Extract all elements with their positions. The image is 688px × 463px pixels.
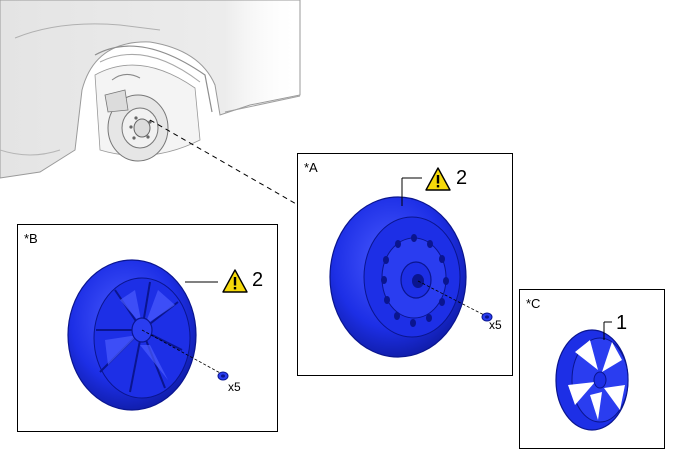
- panel-label: *C: [526, 296, 541, 311]
- panel-c: *C: [519, 289, 665, 449]
- warning-icon: [222, 269, 248, 293]
- callout-number: 1: [616, 312, 628, 334]
- panel-label: *A: [304, 160, 318, 175]
- panel-a: *A: [297, 153, 513, 376]
- brake-hub: [104, 74, 169, 162]
- alignment-line: [149, 119, 346, 233]
- callout-number: 2: [252, 269, 264, 291]
- warning-icon: [425, 167, 451, 191]
- panel-label: *B: [24, 231, 38, 246]
- quantity-label: x5: [228, 380, 241, 394]
- panel-b: *B: [17, 224, 278, 432]
- callout-number: 2: [456, 167, 468, 189]
- quantity-label: x5: [489, 318, 502, 332]
- vehicle-body: [0, 0, 301, 179]
